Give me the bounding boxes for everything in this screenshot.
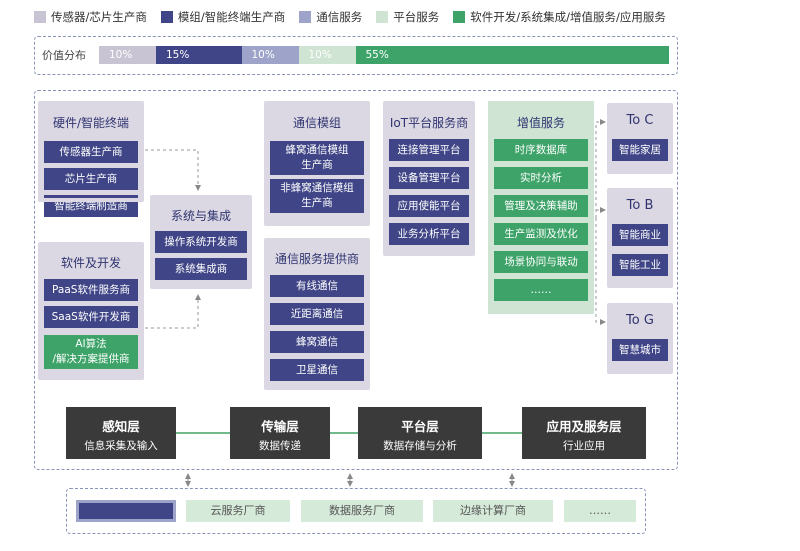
layer-transport: 传输层 数据传递 — [230, 407, 330, 459]
to-b-title: To B — [626, 198, 654, 213]
value-segment: 55% — [355, 46, 669, 64]
vendor-item: …… — [564, 500, 636, 522]
integration-title: 系统与集成 — [170, 209, 231, 223]
module-title: 通信模组 — [292, 116, 341, 130]
legend-item: 软件开发/系统集成/增值服务/应用服务 — [453, 9, 666, 25]
value-segment: 10% — [298, 46, 356, 64]
value-added-item: 实时分析 — [494, 167, 588, 189]
comm-service-title: 通信服务提供商 — [274, 252, 359, 266]
to-g-card: To G 智慧城市 — [607, 303, 673, 374]
to-g-item: 智慧城市 — [612, 339, 668, 361]
module-card: 通信模组 蜂窝通信模组 生产商 非蜂窝通信模组 生产商 — [264, 101, 370, 226]
legend-swatch — [34, 11, 46, 23]
layer-perception: 感知层 信息采集及输入 — [66, 407, 176, 459]
layer-title: 感知层 — [102, 419, 140, 434]
iot-platform-item: 连接管理平台 — [389, 139, 469, 161]
software-title: 软件及开发 — [60, 256, 121, 270]
legend-swatch — [453, 11, 466, 23]
to-c-card: To C 智能家居 — [607, 103, 673, 174]
layer-platform: 平台层 数据存储与分析 — [358, 407, 482, 459]
legend-label: 传感器/芯片生产商 — [51, 10, 147, 24]
legend: 传感器/芯片生产商 模组/智能终端生产商 通信服务 平台服务 软件开发/系统集成… — [34, 8, 666, 26]
value-segment: 10% — [99, 46, 156, 64]
arrow-to-g — [595, 218, 606, 325]
legend-label: 软件开发/系统集成/增值服务/应用服务 — [470, 10, 666, 24]
hardware-title: 硬件/智能终端 — [52, 116, 130, 130]
legend-swatch — [376, 11, 389, 23]
vendor-highlight-block — [76, 500, 176, 522]
to-b-card: To B 智能商业 智能工业 — [607, 188, 673, 288]
vendors-panel — [66, 488, 646, 534]
value-added-item: 场景协同与联动 — [494, 251, 588, 273]
legend-label: 模组/智能终端生产商 — [177, 10, 286, 24]
to-c-item: 智能家居 — [612, 139, 668, 161]
value-added-card: 增值服务 时序数据库 实时分析 管理及决策辅助 生产监测及优化 场景协同与联动 … — [488, 101, 594, 314]
value-added-title: 增值服务 — [516, 116, 565, 130]
software-item: PaaS软件服务商 — [44, 279, 138, 301]
iot-platform-item: 业务分析平台 — [389, 223, 469, 245]
iot-platform-item: 设备管理平台 — [389, 167, 469, 189]
value-added-item: 管理及决策辅助 — [494, 195, 588, 217]
vendor-item: 数据服务厂商 — [301, 500, 423, 522]
comm-service-item: 蜂窝通信 — [270, 331, 364, 353]
integration-item: 操作系统开发商 — [155, 231, 247, 253]
arrow-software-to-integration — [145, 294, 201, 329]
iot-platform-card: IoT平台服务商 连接管理平台 设备管理平台 应用使能平台 业务分析平台 — [383, 101, 475, 256]
legend-label: 通信服务 — [316, 10, 363, 24]
to-g-title: To G — [626, 313, 654, 328]
layer-subtitle: 行业应用 — [563, 440, 605, 452]
software-card: 软件及开发 PaaS软件服务商 SaaS软件开发商 AI算法 /解决方案提供商 — [38, 242, 144, 380]
vendor-item: 云服务厂商 — [186, 500, 290, 522]
comm-service-card: 通信服务提供商 有线通信 近距离通信 蜂窝通信 卫星通信 — [264, 238, 370, 390]
iot-platform-item: 应用使能平台 — [389, 195, 469, 217]
hardware-item: 芯片生产商 — [44, 168, 138, 190]
to-b-item: 智能商业 — [612, 224, 668, 246]
value-added-item: 生产监测及优化 — [494, 223, 588, 245]
software-item: SaaS软件开发商 — [44, 306, 138, 328]
layer-title: 传输层 — [261, 419, 299, 434]
layer-application: 应用及服务层 行业应用 — [522, 407, 646, 459]
to-c-title: To C — [626, 113, 654, 128]
value-segment: 15% — [156, 46, 242, 64]
module-item: 非蜂窝通信模组 生产商 — [270, 179, 364, 213]
legend-item: 传感器/芯片生产商 — [34, 9, 147, 25]
value-distribution-panel — [34, 36, 678, 75]
software-ai-item: AI算法 /解决方案提供商 — [44, 335, 138, 369]
iot-platform-title: IoT平台服务商 — [389, 116, 469, 130]
main-diagram-panel — [34, 90, 678, 470]
legend-item: 模组/智能终端生产商 — [160, 9, 286, 25]
legend-label: 平台服务 — [393, 10, 440, 24]
hardware-item: 传感器生产商 — [44, 141, 138, 163]
comm-service-item: 近距离通信 — [270, 303, 364, 325]
layer-subtitle: 信息采集及输入 — [84, 440, 158, 452]
layer-title: 平台层 — [401, 419, 439, 434]
layer-subtitle: 数据传递 — [259, 440, 301, 452]
value-added-item: 时序数据库 — [494, 139, 588, 161]
legend-swatch — [299, 11, 312, 23]
comm-service-item: 有线通信 — [270, 275, 364, 297]
legend-swatch — [160, 11, 173, 23]
integration-item: 系统集成商 — [155, 258, 247, 280]
arrow-hardware-to-integration — [145, 149, 201, 191]
comm-service-item: 卫星通信 — [270, 359, 364, 381]
module-item: 蜂窝通信模组 生产商 — [270, 141, 364, 175]
to-b-item: 智能工业 — [612, 254, 668, 276]
value-added-item: …… — [494, 279, 588, 301]
layer-subtitle: 数据存储与分析 — [383, 440, 457, 452]
value-distribution-label: 价值分布 — [42, 49, 86, 62]
hardware-card-tail — [38, 198, 144, 202]
legend-item: 平台服务 — [376, 9, 439, 25]
hardware-card: 硬件/智能终端 传感器生产商 芯片生产商 — [38, 101, 144, 201]
vendor-item: 边缘计算厂商 — [433, 500, 553, 522]
arrow-to-c — [595, 119, 606, 218]
layer-title: 应用及服务层 — [546, 419, 622, 434]
value-segment: 10% — [241, 46, 299, 64]
integration-card: 系统与集成 操作系统开发商 系统集成商 — [150, 195, 252, 289]
legend-item: 通信服务 — [299, 9, 362, 25]
